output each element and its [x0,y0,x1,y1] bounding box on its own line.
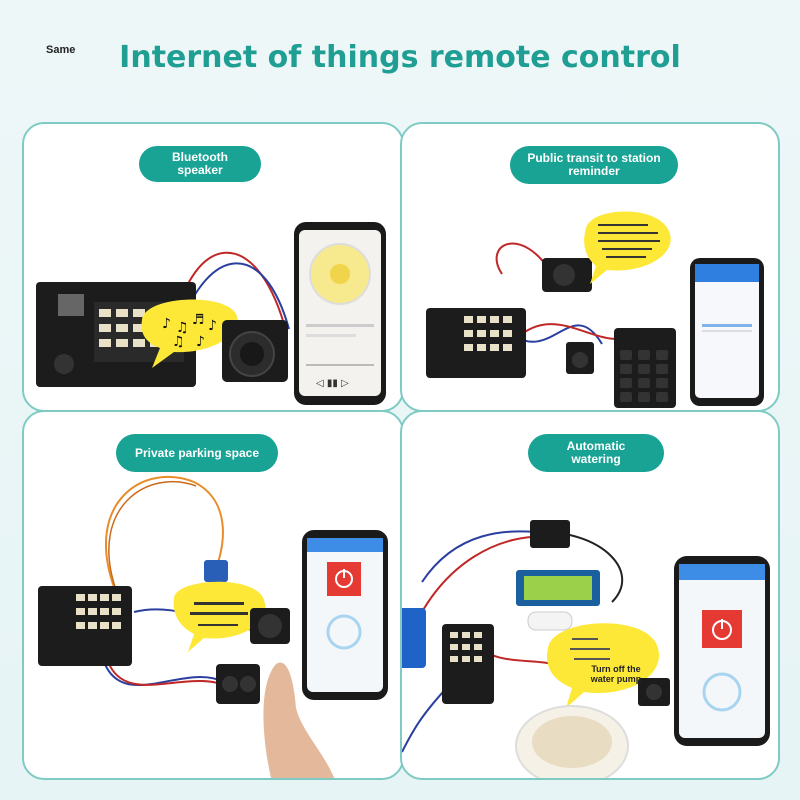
music-bubble [141,299,238,368]
svg-text:♪: ♪ [208,318,217,334]
svg-text:♪: ♪ [162,316,171,332]
battery-pack [402,608,426,668]
servo-module [204,560,228,582]
panel-automatic-watering: Turn off the water pump Automatic wateri… [400,410,780,780]
panel-label-bluetooth-speaker: Bluetooth speaker [139,146,261,182]
svg-text:◁ ▮▮ ▷: ◁ ▮▮ ▷ [316,378,349,389]
speaker-icon [553,264,575,286]
panel-label-public-transit: Public transit to station reminder [510,146,678,184]
controller-board [426,308,526,378]
power-button [327,562,361,596]
panel-bluetooth-speaker: ♪♫♬♪♫♪ ◁ ▮▮ ▷ Bluetooth speaker [22,122,404,412]
pump-bubble-text: Turn off the water pump [590,664,642,684]
public-transit-scene [426,211,764,408]
svg-text:♫: ♫ [172,334,185,350]
automatic-watering-scene [402,520,770,778]
panel-label-automatic-watering: Automatic watering [528,434,664,472]
music-note-icon: ♪♫♬♪♫♪ [162,312,217,350]
hand-image [263,662,335,778]
svg-text:♪: ♪ [196,334,205,350]
panel-private-parking: Private parking space [22,410,404,780]
svg-text:♫: ♫ [176,320,189,336]
pump-bubble [547,623,659,708]
svg-text:♬: ♬ [192,312,205,328]
brand-watermark: Same [46,44,76,56]
panel-public-transit: Public transit to station reminder [400,122,780,412]
greeting-bubble [173,581,266,652]
bluetooth-speaker-scene: ♪♫♬♪♫♪ ◁ ▮▮ ▷ [36,222,386,405]
private-parking-scene [38,476,388,778]
reminder-bubble [584,211,671,284]
panel-label-private-parking: Private parking space [116,434,278,472]
page-title: Internet of things remote control [119,40,681,75]
